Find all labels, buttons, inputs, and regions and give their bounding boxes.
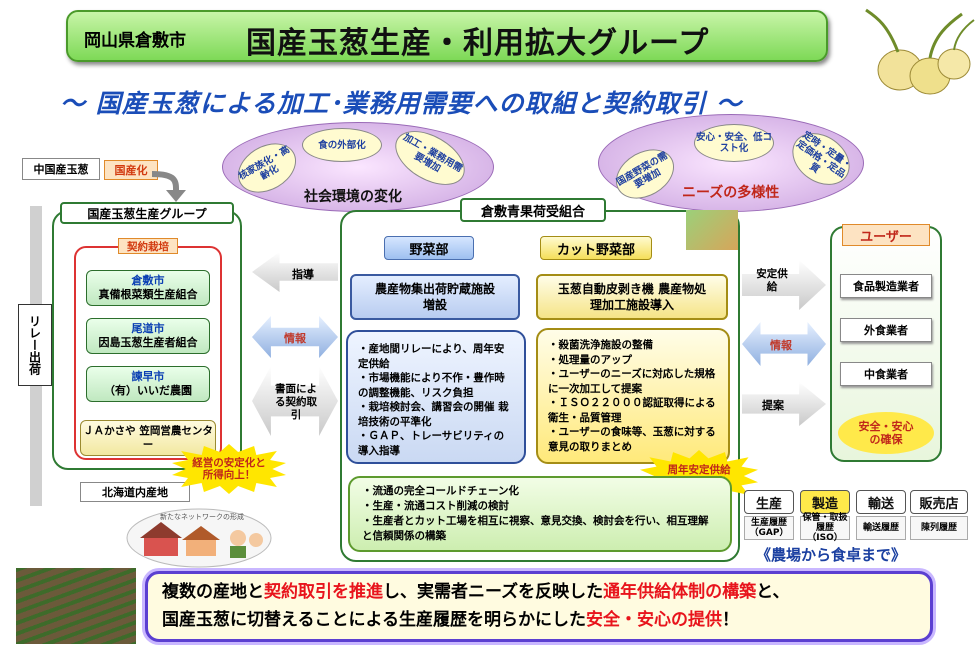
cut-item-5: ・ユーザーの食味等、玉葱に対する意見の取りまとめ — [548, 426, 716, 453]
arrow-teian — [742, 382, 826, 426]
arrow-joho-right-label: 情報 — [770, 339, 792, 352]
facility-cut: 玉葱自動皮剥き機 農産物処理加工施設導入 — [536, 274, 728, 320]
conclusion-2b: 安全・安心の提供 — [585, 610, 722, 630]
veg-list: ・産地間リレーにより、周年安定供給 ・市場機能により不作・豊作時の調整機能、リス… — [346, 330, 526, 464]
arrow-shomen-label: 書面による契約取引 — [275, 382, 317, 421]
dept-cut: カット野菜部 — [540, 236, 652, 260]
conclusion-1e: と、 — [756, 582, 790, 602]
kokusanka-arrow — [151, 171, 186, 202]
veg-item-4: ・ＧＡＰ、トレーサビリティの導入指導 — [358, 430, 505, 457]
trace-sub-transport: 輸送履歴 — [856, 516, 906, 540]
title-main: 国産玉葱生産・利用拡大グループ — [246, 26, 710, 61]
group-kurashiki: 倉敷市 真備根菜類生産組合 — [86, 270, 210, 306]
network-illustration — [126, 508, 272, 568]
bottom-list: ・流通の完全コールドチェーン化 ・生産・流通コスト削減の検討 ・生産者とカット工… — [348, 476, 732, 552]
trace-caption: 《農場から食卓まで》 — [756, 546, 907, 564]
veg-item-2: ・市場機能により不作・豊作時の調整機能、リスク負担 — [358, 372, 505, 399]
group-kurashiki-name: 真備根菜類生産組合 — [98, 288, 198, 301]
cut-list: ・殺菌洗浄施設の整備 ・処理量のアップ ・ユーザーのニーズに対応した規格に一次加… — [536, 328, 730, 464]
conclusion-1b: 契約取引を推進 — [264, 582, 383, 602]
cut-item-1: ・殺菌洗浄施設の整備 — [548, 339, 653, 351]
trace-head-retail: 販売店 — [910, 490, 968, 514]
trace-sub-production: 生産履歴（GAP） — [744, 516, 794, 540]
conclusion-line-2: 国産玉葱に切替えることによる生産履歴を明らかにした安全・安心の提供！ — [162, 606, 916, 634]
bottom-item-2: ・生産・流通コスト削減の検討 — [362, 500, 509, 512]
group-onomichi-name: 因島玉葱生産者組合 — [98, 336, 198, 349]
conclusion-1a: 複数の産地と — [162, 582, 264, 602]
arrow-shido-label: 指導 — [292, 268, 314, 281]
trace-head-transport: 輸送 — [856, 490, 906, 514]
conclusion-line-1: 複数の産地と契約取引を推進し、実需者ニーズを反映した通年供給体制の構築と、 — [162, 578, 916, 606]
group-kurashiki-city: 倉敷市 — [131, 274, 165, 287]
bottom-item-1: ・流通の完全コールドチェーン化 — [362, 485, 519, 497]
user-restaurant: 外食業者 — [840, 318, 932, 342]
facility-veg: 農産物集出荷貯蔵施設増設 — [350, 274, 520, 320]
arrow-antei-label: 安定供給 — [756, 268, 788, 293]
veg-item-1: ・産地間リレーにより、周年安定供給 — [358, 343, 505, 370]
bottom-item-3: ・生産者とカット工場を相互に視察、意見交換、検討会を行い、相互理解と信頼関係の構… — [362, 515, 709, 542]
group-isahaya-name: （有）いいだ農園 — [104, 384, 192, 397]
trace-head-production: 生産 — [744, 490, 794, 514]
group-ja-kasaoka: ＪＡかさや 笠岡営農センター — [80, 420, 216, 456]
factory-photo — [686, 210, 738, 250]
trace-sub-manufacture: 保管・取扱履歴（ISO） — [800, 513, 850, 543]
field-photo — [16, 568, 136, 644]
social-change-label: 社会環境の変化 — [304, 189, 402, 205]
chugoku-onion-label: 中国産玉葱 — [22, 158, 100, 180]
cut-item-4: ・ＩＳＯ２２０００認証取得による衛生・品質管理 — [548, 397, 716, 424]
user-ready-meal: 中食業者 — [840, 362, 932, 386]
contract-label: 契約栽培 — [118, 238, 178, 254]
cloud-needs-2: 安心・安全、低コスト化 — [694, 124, 774, 162]
trace-sub-retail: 陳列履歴 — [910, 516, 968, 540]
user-food-maker: 食品製造業者 — [840, 274, 932, 298]
dept-veg: 野菜部 — [384, 236, 474, 260]
kokusanka-label: 国産化 — [104, 160, 158, 180]
conclusion-1c: し、実需者ニーズを反映した — [383, 582, 604, 602]
network-label: 新たなネットワークの形成 — [160, 513, 244, 521]
producer-title: 国産玉葱生産グループ — [60, 202, 234, 224]
cloud-social-2: 食の外部化 — [302, 128, 382, 162]
onion-illustration — [865, 8, 975, 95]
group-onomichi-city: 尾道市 — [131, 322, 165, 335]
group-isahaya: 諫早市 （有）いいだ農園 — [86, 366, 210, 402]
group-isahaya-city: 諫早市 — [131, 370, 165, 383]
veg-item-3: ・栽培検討会、講習会の開催 栽培技術の平準化 — [358, 401, 509, 428]
cut-item-3: ・ユーザーのニーズに対応した規格に一次加工して提案 — [548, 368, 716, 395]
relay-label: リレー出荷 — [18, 304, 52, 386]
trace-head-manufacture: 製造 — [800, 490, 850, 514]
conclusion-2c: ！ — [721, 610, 739, 630]
hokkaido-label: 北海道内産地 — [80, 482, 190, 502]
arrow-teian-label: 提案 — [762, 399, 784, 412]
user-safe-badge: 安全・安心の確保 — [838, 412, 934, 454]
cut-item-2: ・処理量のアップ — [548, 353, 632, 366]
conclusion-box: 複数の産地と契約取引を推進し、実需者ニーズを反映した通年供給体制の構築と、 国産… — [145, 571, 933, 642]
conclusion-1d: 通年供給体制の構築 — [603, 582, 757, 602]
coop-title: 倉敷青果荷受組合 — [460, 198, 606, 222]
needs-label: ニーズの多様性 — [682, 185, 780, 201]
title-banner: 岡山県倉敷市 国産玉葱生産・利用拡大グループ — [66, 10, 828, 62]
arrow-joho-left-label: 情報 — [284, 332, 306, 345]
group-onomichi: 尾道市 因島玉葱生産者組合 — [86, 318, 210, 354]
title-prefix: 岡山県倉敷市 — [84, 31, 186, 51]
user-title: ユーザー — [842, 224, 930, 246]
subtitle: ～ 国産玉葱による加工･業務用需要への取組と契約取引 ～ — [60, 89, 743, 118]
conclusion-2a: 国産玉葱に切替えることによる生産履歴を明らかにした — [162, 610, 586, 630]
